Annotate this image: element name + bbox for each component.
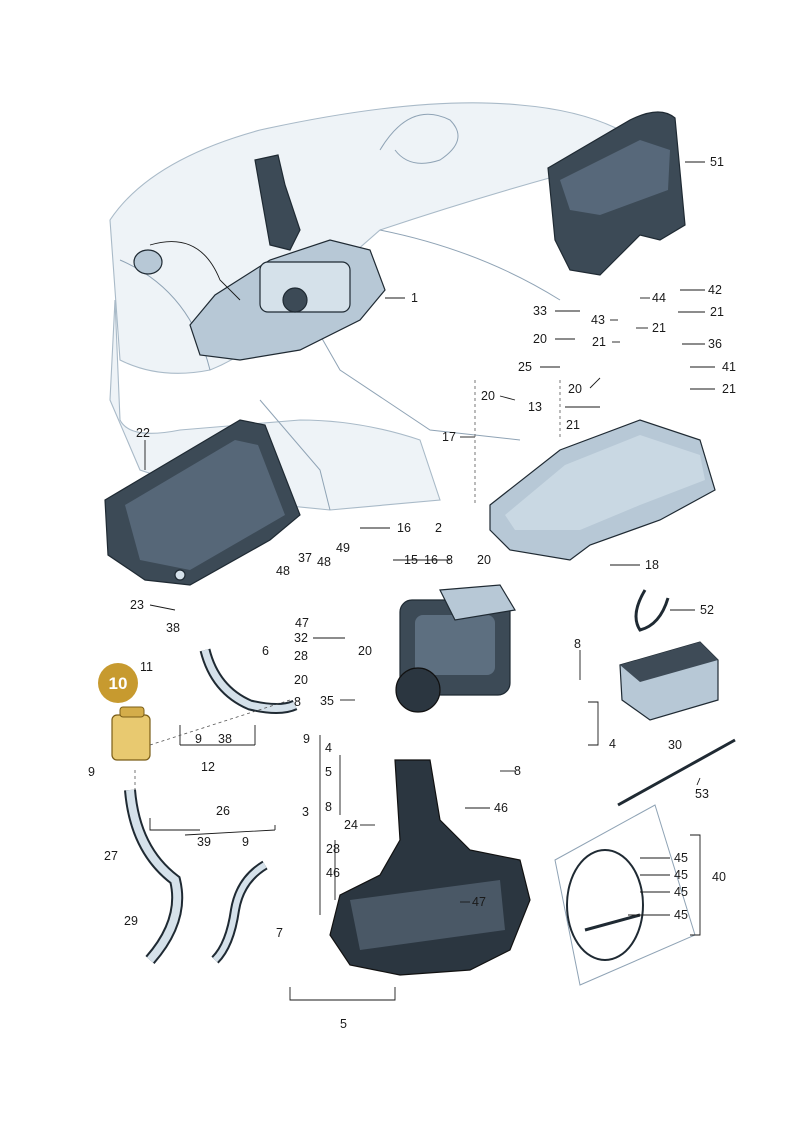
callout-25[interactable]: 25 [518,360,532,374]
callout-39[interactable]: 39 [197,835,211,849]
callout-27[interactable]: 27 [104,849,118,863]
callout-3[interactable]: 3 [302,805,309,819]
callout-2[interactable]: 2 [435,521,442,535]
callout-16-b[interactable]: 16 [424,553,438,567]
callout-38-a[interactable]: 38 [166,621,180,635]
callout-7[interactable]: 7 [276,926,283,940]
callout-15[interactable]: 15 [404,553,418,567]
callout-37[interactable]: 37 [298,551,312,565]
callout-26[interactable]: 26 [216,804,230,818]
callout-38-b[interactable]: 38 [218,732,232,746]
part-3-bracket[interactable] [329,759,531,976]
callout-43[interactable]: 43 [591,313,605,327]
callout-45-b[interactable]: 45 [674,868,688,882]
part-30-control-unit[interactable] [619,641,719,721]
callout-8-b[interactable]: 8 [574,637,581,651]
part-51-cover[interactable] [547,111,686,276]
callout-47-a[interactable]: 47 [295,616,309,630]
callout-9-b[interactable]: 9 [303,732,310,746]
callout-35[interactable]: 35 [320,694,334,708]
part-17-reservoir[interactable] [489,419,716,561]
callout-21-d[interactable]: 21 [722,382,736,396]
callout-45-d[interactable]: 45 [674,908,688,922]
callout-16-a[interactable]: 16 [397,521,411,535]
callout-8-a[interactable]: 8 [446,553,453,567]
callout-21-e[interactable]: 21 [566,418,580,432]
callout-12[interactable]: 12 [201,760,215,774]
callout-9-d[interactable]: 9 [242,835,249,849]
part-1-compressor-assembly[interactable] [133,154,386,361]
callout-48-a[interactable]: 48 [317,555,331,569]
part-52-cable-tie[interactable] [634,589,670,632]
callout-17[interactable]: 17 [442,430,456,444]
callout-44[interactable]: 44 [652,291,666,305]
part-38-hose[interactable] [199,648,298,714]
callout-21-b[interactable]: 21 [652,321,666,335]
callout-4-b[interactable]: 4 [609,737,616,751]
callout-8-e[interactable]: 8 [325,800,332,814]
callout-40[interactable]: 40 [712,870,726,884]
callout-20-c[interactable]: 20 [481,389,495,403]
callout-49[interactable]: 49 [336,541,350,555]
callout-1[interactable]: 1 [411,291,418,305]
callout-labels: 51 1 42 44 21 33 43 21 36 20 21 41 25 20… [88,155,736,1031]
callout-41[interactable]: 41 [722,360,736,374]
callout-23[interactable]: 23 [130,598,144,612]
part-53-cable-tie[interactable] [617,738,736,807]
part-22-tray[interactable] [104,419,301,586]
highlight-badge-10[interactable]: 10 [98,663,138,703]
callout-9-a[interactable]: 9 [195,732,202,746]
callout-18[interactable]: 18 [645,558,659,572]
callout-45-c[interactable]: 45 [674,885,688,899]
callout-9-c[interactable]: 9 [88,765,95,779]
callout-20-a[interactable]: 20 [533,332,547,346]
leader-lines [134,161,715,1001]
callout-8-c[interactable]: 8 [294,695,301,709]
part-10-valve-block[interactable] [111,706,151,761]
callout-48-b[interactable]: 48 [276,564,290,578]
callout-28-b[interactable]: 28 [326,842,340,856]
callout-51[interactable]: 51 [710,155,724,169]
callout-42[interactable]: 42 [708,283,722,297]
callout-21-c[interactable]: 21 [592,335,606,349]
callout-28-a[interactable]: 28 [294,649,308,663]
callout-11[interactable]: 11 [140,660,153,674]
callout-20-e[interactable]: 20 [358,644,372,658]
callout-8-d[interactable]: 8 [514,764,521,778]
highlight-circle [98,663,138,703]
callout-33[interactable]: 33 [533,304,547,318]
callout-21-a[interactable]: 21 [710,305,724,319]
callout-5-b[interactable]: 5 [340,1017,347,1031]
callout-20-f[interactable]: 20 [294,673,308,687]
callout-20-d[interactable]: 20 [477,553,491,567]
callout-6[interactable]: 6 [262,644,269,658]
callout-4-a[interactable]: 4 [325,741,332,755]
callout-36[interactable]: 36 [708,337,722,351]
callout-32[interactable]: 32 [294,631,308,645]
highlight-label: 10 [109,674,128,693]
callout-5-a[interactable]: 5 [325,765,332,779]
callout-52[interactable]: 52 [700,603,714,617]
callout-24[interactable]: 24 [344,818,358,832]
callout-53[interactable]: 53 [695,787,709,801]
callout-46-b[interactable]: 46 [326,866,340,880]
callout-13[interactable]: 13 [528,400,542,414]
callout-46-a[interactable]: 46 [494,801,508,815]
part-26-hose[interactable] [124,789,268,964]
callout-20-b[interactable]: 20 [568,382,582,396]
callout-45-a[interactable]: 45 [674,851,688,865]
callout-47-b[interactable]: 47 [472,895,486,909]
part-2-compressor-motor[interactable] [395,584,516,713]
callout-22[interactable]: 22 [136,426,150,440]
callout-30[interactable]: 30 [668,738,682,752]
callout-29[interactable]: 29 [124,914,138,928]
